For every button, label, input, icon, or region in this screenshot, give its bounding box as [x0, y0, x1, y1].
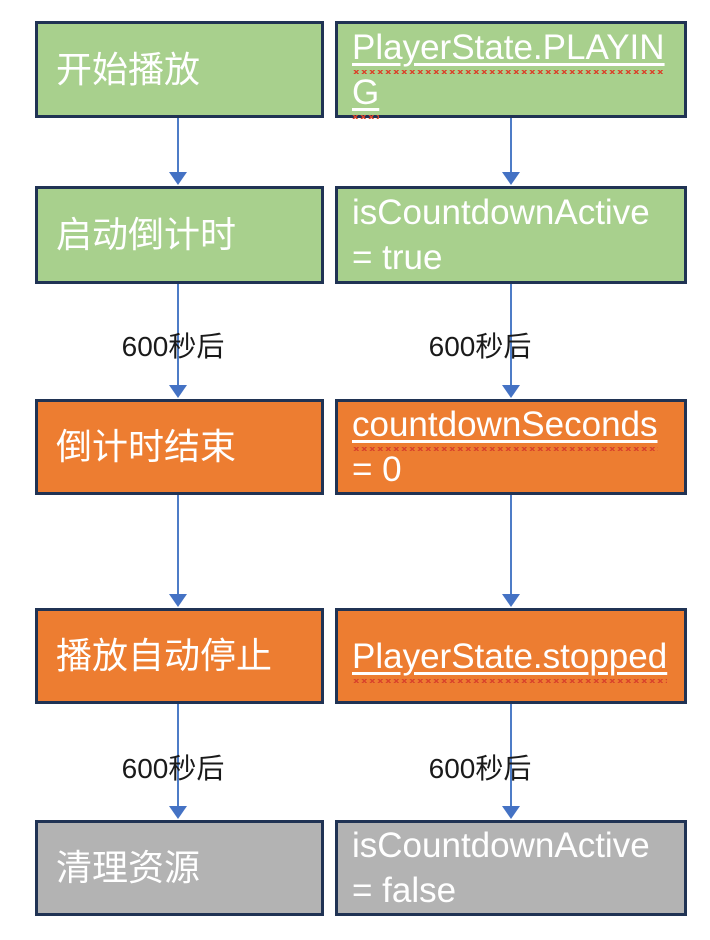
arrow-shaft	[177, 704, 179, 808]
box-label: isCountdownActive = false	[338, 823, 684, 913]
box-playerstate-playing: PlayerState.PLAYING	[335, 21, 687, 118]
edge-label-600s: 600秒后	[121, 753, 225, 784]
down-arrow-right-4	[501, 704, 521, 819]
box-iscountdownactive-true: isCountdownActive = true	[335, 186, 687, 284]
edge-label-600s: 600秒后	[428, 331, 532, 362]
box-playerstate-stopped: PlayerState.stopped	[335, 608, 687, 704]
arrow-shaft	[510, 284, 512, 387]
misspelled-word: PlayerState.stopped	[352, 636, 668, 683]
arrowhead-icon	[502, 172, 520, 185]
arrow-shaft	[510, 704, 512, 808]
down-arrow-left-3	[168, 495, 188, 607]
down-arrow-left-4	[168, 704, 188, 819]
arrow-shaft	[510, 118, 512, 174]
down-arrow-right-3	[501, 495, 521, 607]
arrowhead-icon	[169, 594, 187, 607]
box-start-playback: 开始播放	[35, 21, 324, 118]
box-label: 倒计时结束	[56, 426, 237, 467]
misspelled-word: countdownSeconds	[352, 405, 658, 451]
arrowhead-icon	[169, 172, 187, 185]
box-label-rest: isCountdownActive = false	[352, 826, 650, 910]
edge-label-600s: 600秒后	[121, 331, 225, 362]
down-arrow-left-2	[168, 284, 188, 398]
box-label: 清理资源	[56, 847, 201, 888]
arrow-shaft	[177, 284, 179, 387]
down-arrow-left-1	[168, 118, 188, 185]
arrow-shaft	[177, 495, 179, 596]
box-iscountdownactive-false: isCountdownActive = false	[335, 820, 687, 916]
box-label-rest: = 0	[352, 450, 402, 489]
arrow-shaft	[510, 495, 512, 596]
misspelled-word: PlayerState.PLAYING	[352, 27, 665, 119]
box-label: countdownSeconds = 0	[338, 402, 684, 492]
box-label: 启动倒计时	[56, 214, 237, 255]
arrowhead-icon	[169, 806, 187, 819]
down-arrow-right-2	[501, 284, 521, 398]
box-countdown-end: 倒计时结束	[35, 399, 324, 495]
box-start-countdown: 启动倒计时	[35, 186, 324, 284]
box-label: PlayerState.PLAYING	[338, 25, 684, 115]
arrowhead-icon	[169, 385, 187, 398]
box-countdownseconds-zero: countdownSeconds = 0	[335, 399, 687, 495]
box-cleanup-resources: 清理资源	[35, 820, 324, 916]
box-label: isCountdownActive = true	[338, 190, 684, 280]
arrowhead-icon	[502, 806, 520, 819]
edge-label-600s: 600秒后	[428, 753, 532, 784]
box-label: 开始播放	[56, 48, 201, 90]
arrowhead-icon	[502, 385, 520, 398]
box-label: 播放自动停止	[56, 635, 273, 676]
down-arrow-right-1	[501, 118, 521, 185]
box-label: PlayerState.stopped	[338, 634, 684, 679]
arrowhead-icon	[502, 594, 520, 607]
box-playback-autostop: 播放自动停止	[35, 608, 324, 704]
box-label-rest: isCountdownActive = true	[352, 193, 650, 277]
arrow-shaft	[177, 118, 179, 174]
